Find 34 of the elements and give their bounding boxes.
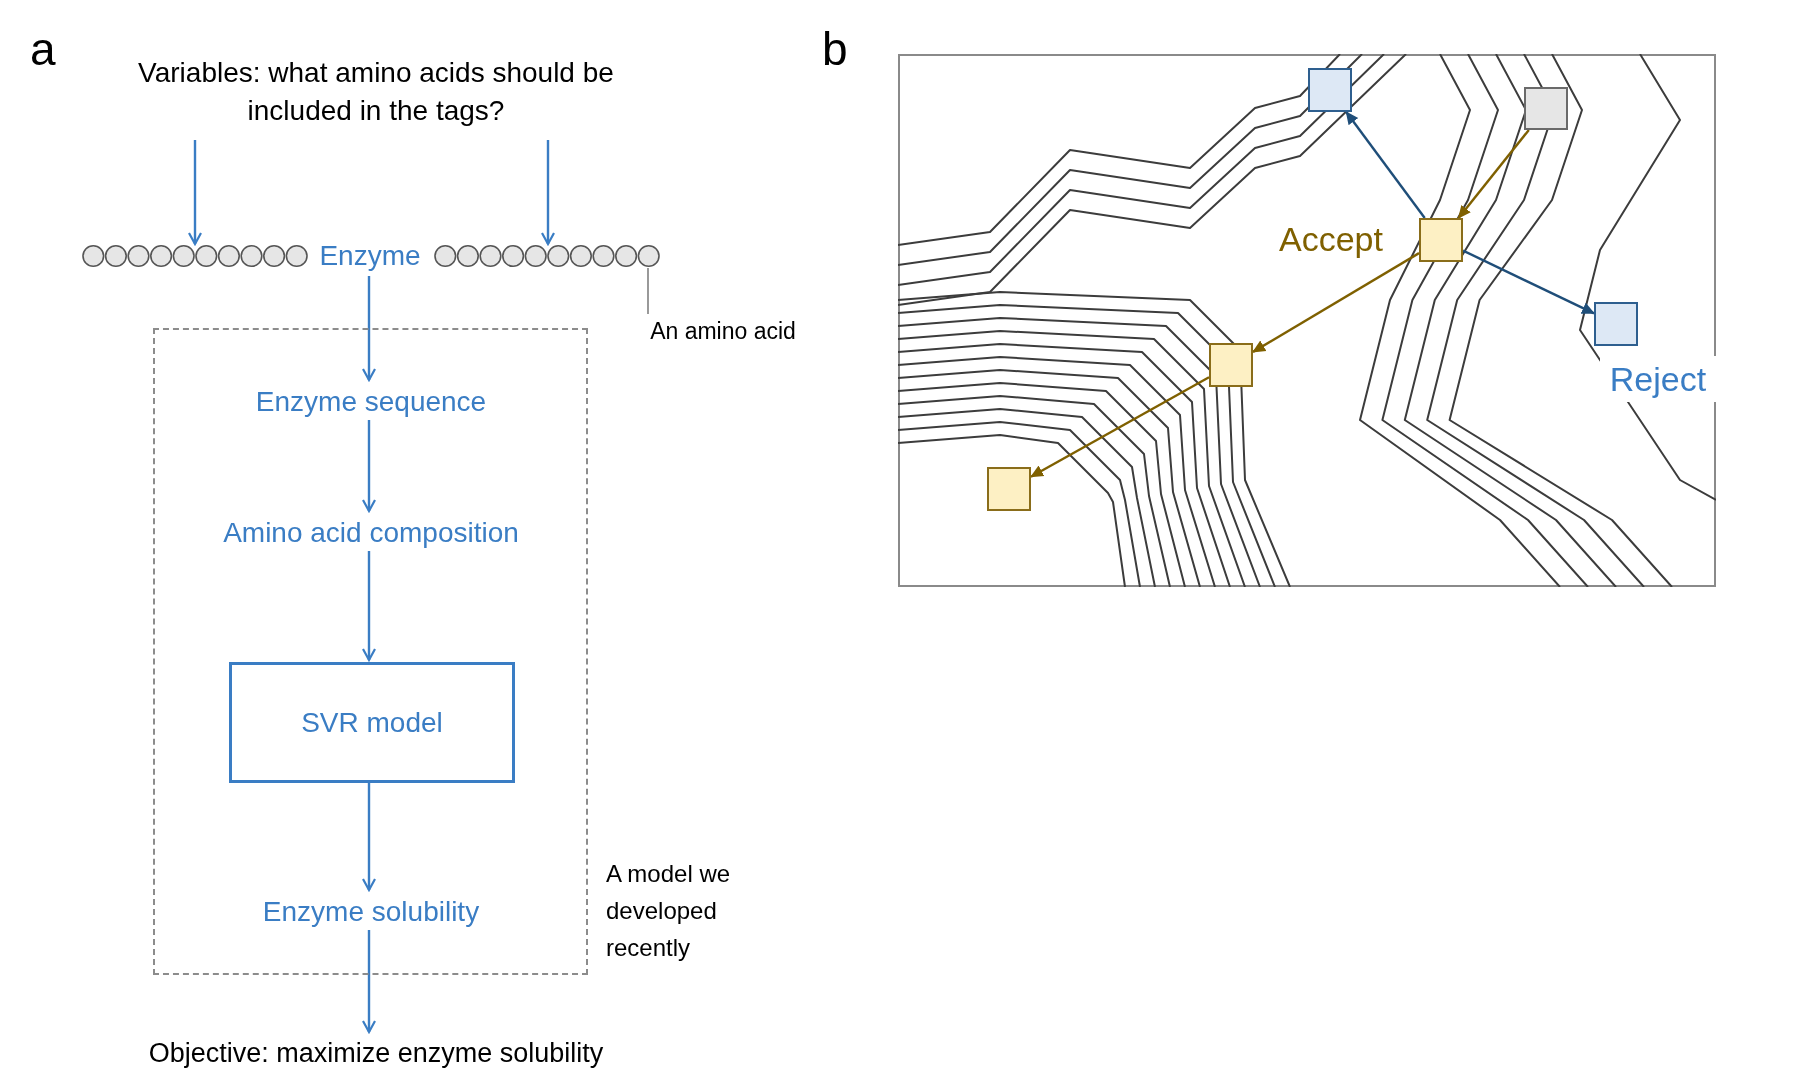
step-label: Amino acid composition (171, 513, 571, 553)
arrow (1457, 129, 1530, 219)
arrow (361, 276, 377, 382)
arrow (361, 930, 377, 1034)
arrow (361, 551, 377, 662)
state-square (1524, 87, 1568, 130)
amino-acid-chain (82, 244, 308, 268)
state-square (987, 467, 1031, 511)
box-note: A model we developed recently (606, 859, 732, 963)
arrow (1345, 111, 1426, 219)
state-square (1594, 302, 1638, 346)
enzyme-label: Enzyme (312, 236, 428, 276)
arrow (1030, 376, 1210, 478)
leader-line (647, 267, 649, 315)
dashed-box (153, 328, 588, 975)
state-square (1308, 68, 1352, 112)
arrow (187, 140, 203, 246)
arrow (540, 140, 556, 246)
state-square (1419, 218, 1463, 262)
step-label: Enzyme solubility (211, 892, 531, 932)
step-label: Enzyme sequence (211, 382, 531, 422)
move-label: Reject (1600, 356, 1716, 402)
question-text: Variables: what amino acids should be included in the tags? (86, 44, 666, 140)
arrow (1462, 249, 1595, 315)
arrow (1252, 252, 1420, 353)
state-square (1209, 343, 1253, 387)
panel-letter: a (30, 26, 57, 77)
callout-text: An amino acid (626, 314, 820, 348)
panel-letter: b (822, 26, 849, 77)
model-box: SVR model (229, 662, 515, 783)
amino-acid-chain (434, 244, 660, 268)
arrow (361, 781, 377, 892)
objective-text: Objective: maximize enzyme solubility (76, 1032, 676, 1074)
arrow (361, 420, 377, 513)
